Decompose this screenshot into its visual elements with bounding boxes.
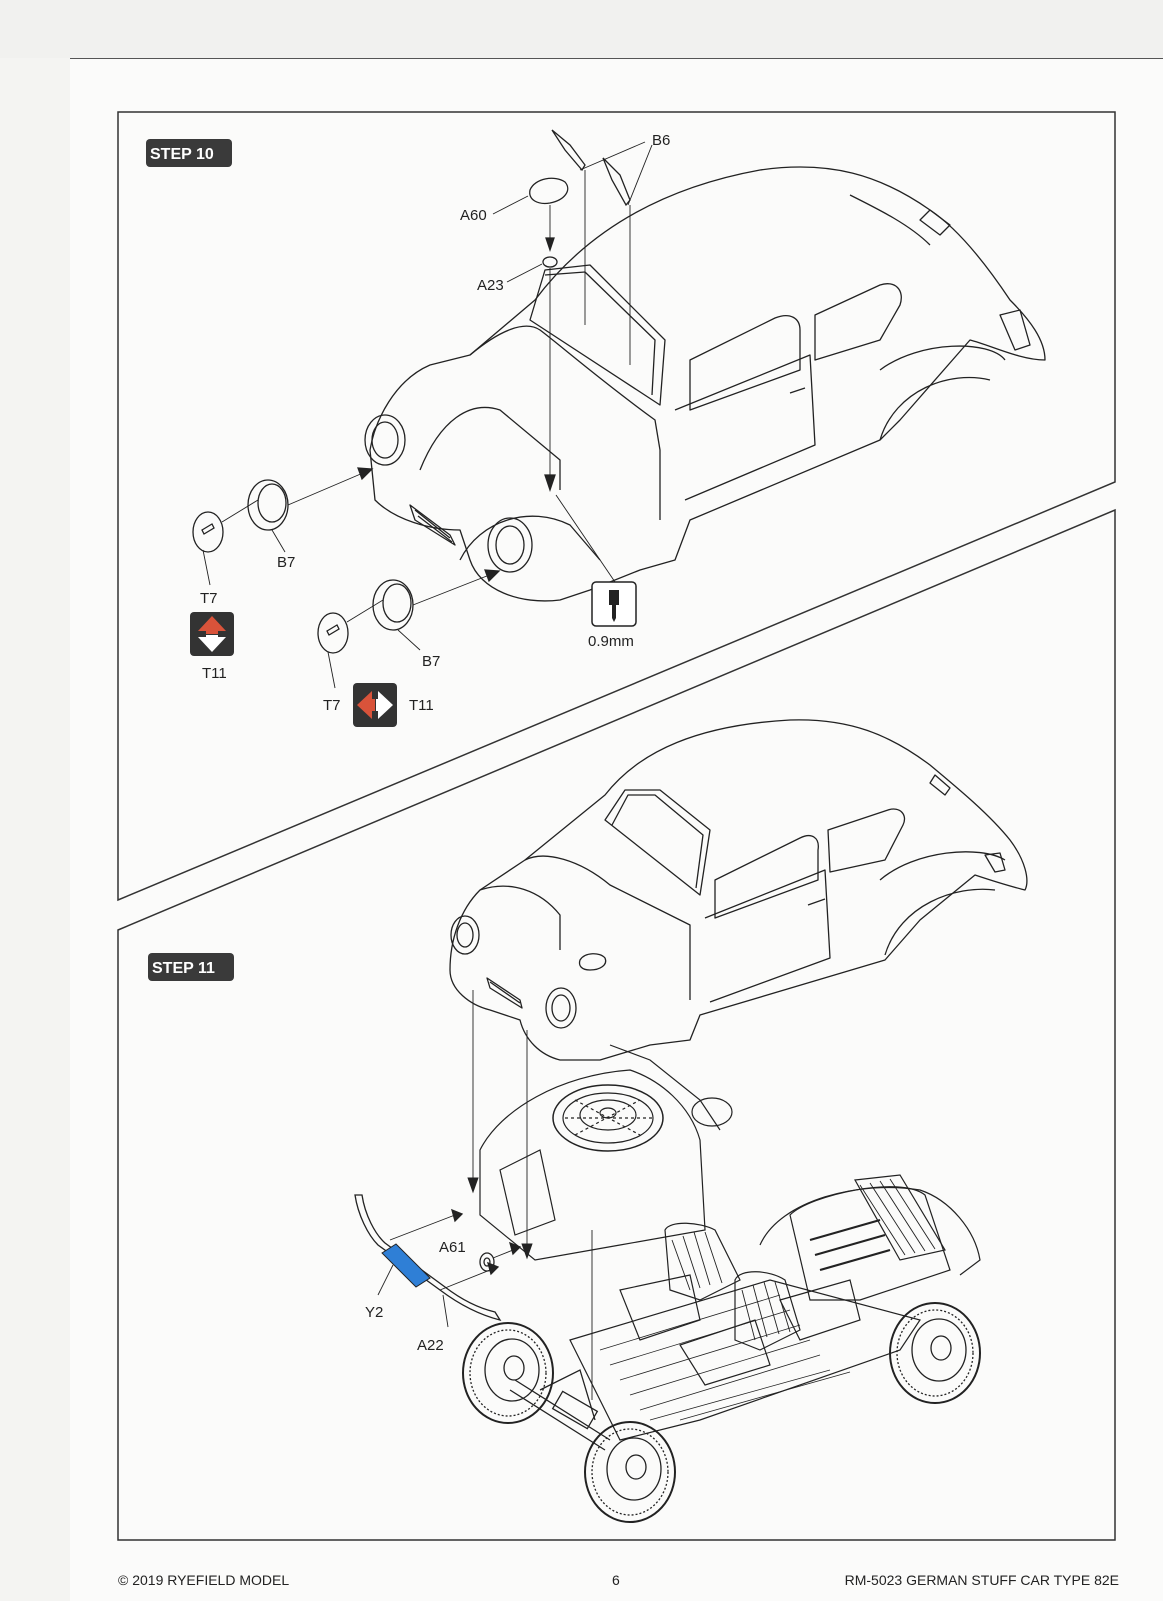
label-t11-left: T11 xyxy=(202,665,227,682)
footer-copyright: © 2019 RYEFIELD MODEL xyxy=(118,1572,290,1588)
part-t7-left-lens xyxy=(192,511,224,586)
turn-over-icon xyxy=(190,612,234,656)
step11-label: STEP 11 xyxy=(152,960,215,977)
wheel-front-right xyxy=(584,1421,676,1523)
part-b6-wipers xyxy=(551,129,653,365)
step11-chassis xyxy=(479,1044,981,1441)
label-t7-right: T7 xyxy=(323,697,341,714)
part-t7-right-lens xyxy=(317,612,349,689)
label-b7-right: B7 xyxy=(422,653,440,670)
wheel-front-left xyxy=(462,1322,554,1424)
page-edge xyxy=(0,0,1163,58)
label-b7-left: B7 xyxy=(277,554,295,571)
label-t11-right: T11 xyxy=(409,697,434,714)
part-a61-horn xyxy=(479,1241,522,1272)
turn-sideways-icon xyxy=(353,683,397,727)
part-b7-left-rim xyxy=(221,467,374,553)
step10-badge: STEP 10 xyxy=(146,139,232,167)
drill-icon xyxy=(555,494,637,627)
wheel-rear-right xyxy=(889,1302,981,1404)
drill-size-label: 0.9mm xyxy=(588,633,634,650)
step11-guide-lines xyxy=(467,990,593,1400)
step10-label: STEP 10 xyxy=(150,146,214,163)
step11-wheels xyxy=(462,1302,981,1523)
part-a23-mount xyxy=(506,256,558,493)
label-a61: A61 xyxy=(439,1239,466,1256)
step11-panel xyxy=(117,508,1116,1541)
part-a60-spotlight xyxy=(492,177,569,253)
step11-car-body xyxy=(449,719,1028,1061)
label-a23: A23 xyxy=(477,277,504,294)
step10-panel xyxy=(117,111,1116,902)
label-t7-left: T7 xyxy=(200,590,218,607)
label-a60: A60 xyxy=(460,207,487,224)
footer-page-number: 6 xyxy=(612,1572,620,1588)
step11-badge: STEP 11 xyxy=(148,953,234,981)
step10-car-body xyxy=(364,166,1046,602)
footer-product-title: RM-5023 GERMAN STUFF CAR TYPE 82E xyxy=(844,1572,1119,1588)
label-y2: Y2 xyxy=(365,1304,383,1321)
part-a22-bumper xyxy=(354,1194,502,1328)
label-a22: A22 xyxy=(417,1337,444,1354)
label-b6: B6 xyxy=(652,132,670,149)
part-y2-decal xyxy=(377,1243,431,1296)
part-b7-right-rim xyxy=(346,569,501,651)
